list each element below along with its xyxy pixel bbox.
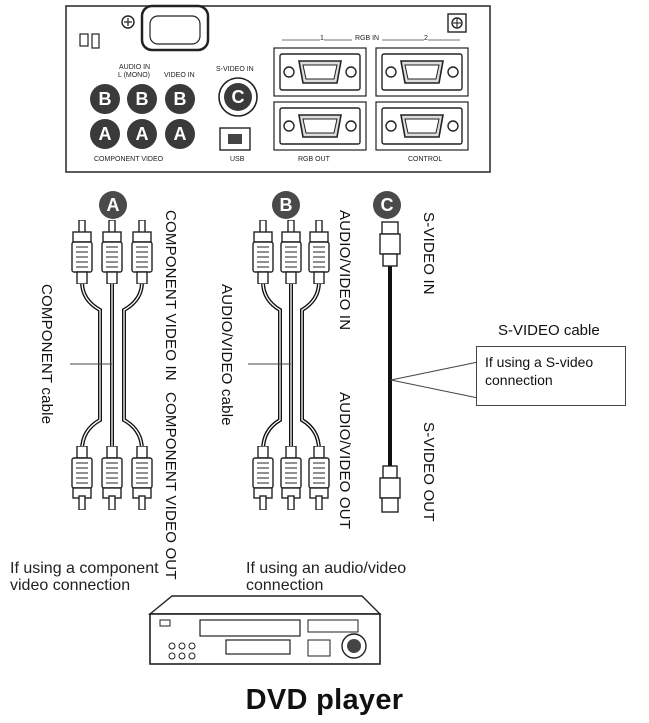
panel-marker-a-3: A — [173, 124, 187, 144]
label-av-cable: AUDIO/VIDEO cable — [218, 284, 235, 426]
projector-panel — [65, 4, 491, 173]
device-title: DVD player — [245, 684, 404, 716]
av-cable — [248, 220, 330, 510]
label-component-video: COMPONENT VIDEO — [94, 156, 164, 163]
label-component-video-in: COMPONENT VIDEO IN — [162, 210, 179, 381]
cable-marker-c: C — [380, 195, 394, 215]
caption-component-connection: If using a component video connection — [10, 560, 159, 594]
panel-marker-b-1: B — [98, 89, 112, 109]
label-video-in: VIDEO IN — [164, 72, 195, 79]
label-svideo-in-port: S-VIDEO IN — [216, 66, 254, 73]
label-svideo-in: S-VIDEO IN — [420, 212, 437, 295]
label-svideo-cable: S-VIDEO cable — [498, 322, 600, 339]
label-rgb-port-1: 1 — [320, 35, 324, 42]
label-control: CONTROL — [408, 156, 443, 163]
panel-marker-c: C — [231, 87, 245, 107]
label-component-cable: COMPONENT cable — [38, 284, 55, 425]
panel-marker-a-2: A — [135, 124, 149, 144]
label-component-video-out: COMPONENT VIDEO OUT — [162, 392, 179, 580]
label-rgb-out: RGB OUT — [298, 156, 330, 163]
label-rgb-port-2: 2 — [424, 35, 428, 42]
cable-marker-a: A — [106, 195, 120, 215]
panel-marker-b-3: B — [173, 89, 187, 109]
panel-marker-a-1: A — [98, 124, 112, 144]
panel-marker-b-2: B — [135, 89, 149, 109]
caption-av-connection: If using an audio/video connection — [246, 560, 407, 594]
label-mono: L (MONO) — [118, 72, 151, 79]
svideo-cable — [379, 221, 479, 513]
component-cable — [70, 220, 153, 510]
dvd-player-illustration — [148, 595, 382, 665]
label-audio-in: AUDIO IN — [119, 64, 151, 71]
cable-marker-b: B — [279, 195, 293, 215]
label-rgb-in: RGB IN — [352, 35, 383, 42]
label-av-in: AUDIO/VIDEO IN — [336, 210, 353, 331]
label-usb: USB — [230, 156, 245, 163]
svideo-callout: If using a S-video connection — [476, 346, 626, 406]
label-av-out: AUDIO/VIDEO OUT — [336, 392, 353, 530]
label-svideo-out: S-VIDEO OUT — [420, 422, 437, 522]
